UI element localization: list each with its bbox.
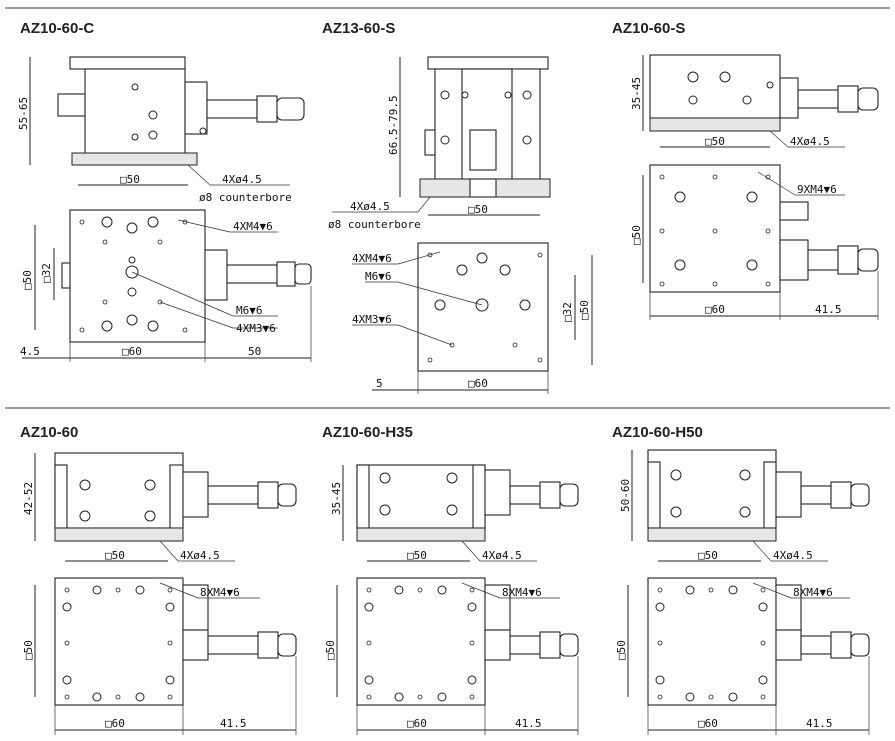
- height-dim: 55-65: [17, 97, 30, 130]
- side-dim: □50: [21, 270, 34, 290]
- right-dim: 41.5: [815, 303, 842, 316]
- title: AZ13-60-S: [322, 20, 395, 37]
- micrometer-barrel: [206, 99, 258, 119]
- height-dim: 35-45: [330, 482, 343, 515]
- title: AZ10-60-H35: [322, 424, 413, 441]
- height-dim: 35-45: [630, 77, 643, 110]
- base-dim: □50: [120, 173, 140, 186]
- side-dim: □50: [22, 640, 35, 660]
- model-az10-60: AZ10-60 42-52 □50 4Xø4.5 8XM4▼6: [20, 424, 297, 735]
- left-offset: 4.5: [20, 345, 40, 358]
- callout-m6: M6▼6: [365, 270, 392, 283]
- title: AZ10-60: [20, 424, 78, 441]
- micrometer-cap: [276, 97, 305, 121]
- width-dim: □60: [468, 377, 488, 390]
- width-dim: □60: [698, 717, 718, 730]
- model-az13-60-s: AZ13-60-S 66.5-79.5 □50 4Xø4.5 ø8 counte…: [322, 20, 593, 394]
- top-plate: [427, 56, 549, 70]
- model-az10-60-h50: AZ10-60-H50 50-60 □50 4Xø4.5 8XM4▼6: [612, 424, 870, 735]
- top-view-body: [54, 577, 184, 706]
- side-dim-2: □32: [561, 302, 574, 322]
- top-plate: [69, 56, 186, 70]
- callout-m3: 4XM3▼6: [236, 322, 276, 335]
- base-plate: [71, 152, 198, 166]
- stage-body: [54, 452, 184, 529]
- height-dim: 66.5-79.5: [387, 95, 400, 155]
- side-dim: □50: [615, 640, 628, 660]
- base-dim: □50: [105, 549, 125, 562]
- right-dim: 41.5: [806, 717, 833, 730]
- micrometer-thimble: [256, 95, 278, 123]
- top-holes-note: 4XM4▼6: [352, 252, 392, 265]
- height-dim: 50-60: [619, 479, 632, 512]
- side-dim: □50: [324, 640, 337, 660]
- knob: [57, 93, 86, 117]
- callout-m3: 4XM3▼6: [352, 313, 392, 326]
- top-view-knob: [61, 262, 71, 289]
- top-holes-note: 9XM4▼6: [797, 183, 837, 196]
- side-dim: □50: [630, 225, 643, 245]
- top-view-body: [649, 164, 781, 293]
- top-holes-note: 8XM4▼6: [793, 586, 833, 599]
- top-holes-note: 8XM4▼6: [502, 586, 542, 599]
- hole-note: 4Xø4.5: [222, 173, 262, 186]
- right-dim: 50: [248, 345, 261, 358]
- title: AZ10-60-H50: [612, 424, 703, 441]
- title: AZ10-60-C: [20, 20, 94, 37]
- top-view-body: [356, 577, 486, 706]
- width-dim: □60: [705, 303, 725, 316]
- callout-m6: M6▼6: [236, 304, 263, 317]
- base-plate: [647, 527, 777, 542]
- top-holes-note: 4XM4▼6: [233, 220, 273, 233]
- width-dim: □60: [105, 717, 125, 730]
- base-plate: [649, 117, 781, 132]
- stage-body: [647, 449, 777, 529]
- side-dim-2: □32: [40, 263, 53, 283]
- top-view-bracket: [204, 249, 228, 301]
- hole-note: 4Xø4.5: [773, 549, 813, 562]
- right-dim: 41.5: [515, 717, 542, 730]
- model-az10-60-h35: AZ10-60-H35 35-45 □50 4Xø4.5 8XM4▼6: [322, 424, 579, 735]
- width-dim: □60: [122, 345, 142, 358]
- top-view-barrel: [226, 264, 278, 284]
- stage-body: [649, 54, 781, 119]
- right-dim: 41.5: [220, 717, 247, 730]
- width-dim: □60: [407, 717, 427, 730]
- base-dim: □50: [698, 549, 718, 562]
- counterbore-note: ø8 counterbore: [199, 191, 292, 204]
- base-dim: □50: [468, 203, 488, 216]
- stage-body: [356, 464, 486, 529]
- title: AZ10-60-S: [612, 20, 685, 37]
- hole-note: 4Xø4.5: [482, 549, 522, 562]
- stage-body: [84, 68, 186, 155]
- top-view-body: [69, 209, 206, 343]
- base-plate: [356, 527, 486, 542]
- hole-note: 4Xø4.5: [180, 549, 220, 562]
- base-dim: □50: [407, 549, 427, 562]
- top-view-body: [647, 577, 777, 706]
- hole-note: 4Xø4.5: [350, 200, 390, 213]
- model-az10-60-s: AZ10-60-S 35-45 □50 4Xø4.5 9XM4▼6 □50: [612, 20, 879, 320]
- bracket: [184, 81, 208, 135]
- column-insert: [469, 129, 497, 171]
- base-plate: [54, 527, 184, 542]
- bracket: [779, 77, 799, 119]
- left-offset: 5: [376, 377, 383, 390]
- model-az10-60-c: AZ10-60-C 55-65 □50 4Xø4.5 ø8 counterbor…: [17, 20, 312, 362]
- top-holes-note: 8XM4▼6: [200, 586, 240, 599]
- side-dim: □50: [578, 300, 591, 320]
- hole-note: 4Xø4.5: [790, 135, 830, 148]
- height-dim: 42-52: [22, 482, 35, 515]
- base-dim: □50: [705, 135, 725, 148]
- counterbore-note: ø8 counterbore: [328, 218, 421, 231]
